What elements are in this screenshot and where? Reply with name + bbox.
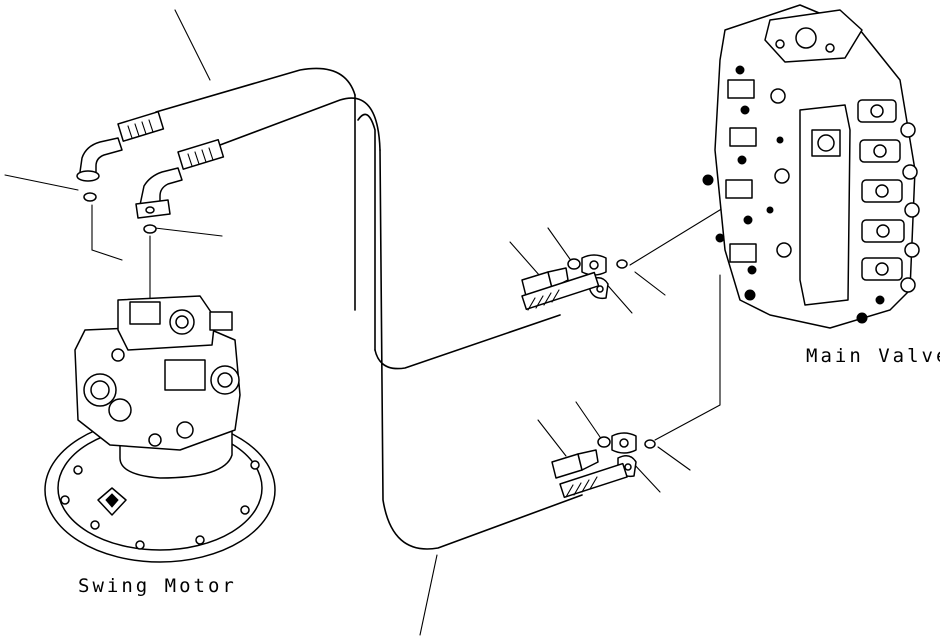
main-valve-label: Main Valve bbox=[806, 345, 940, 367]
leader-lines bbox=[4, 9, 729, 636]
elbow-fitting-1 bbox=[76, 110, 165, 202]
main-valve bbox=[702, 4, 920, 329]
hose-upper bbox=[155, 67, 561, 370]
spool-row bbox=[857, 99, 920, 293]
fitting-group-lower bbox=[551, 432, 656, 499]
swing-motor bbox=[44, 295, 276, 563]
fitting-group-upper bbox=[521, 254, 628, 311]
swing-motor-label: Swing Motor bbox=[78, 575, 237, 597]
valve-left-ports bbox=[725, 79, 792, 263]
hose-lower bbox=[219, 97, 583, 550]
elbow-fitting-2 bbox=[135, 138, 225, 234]
